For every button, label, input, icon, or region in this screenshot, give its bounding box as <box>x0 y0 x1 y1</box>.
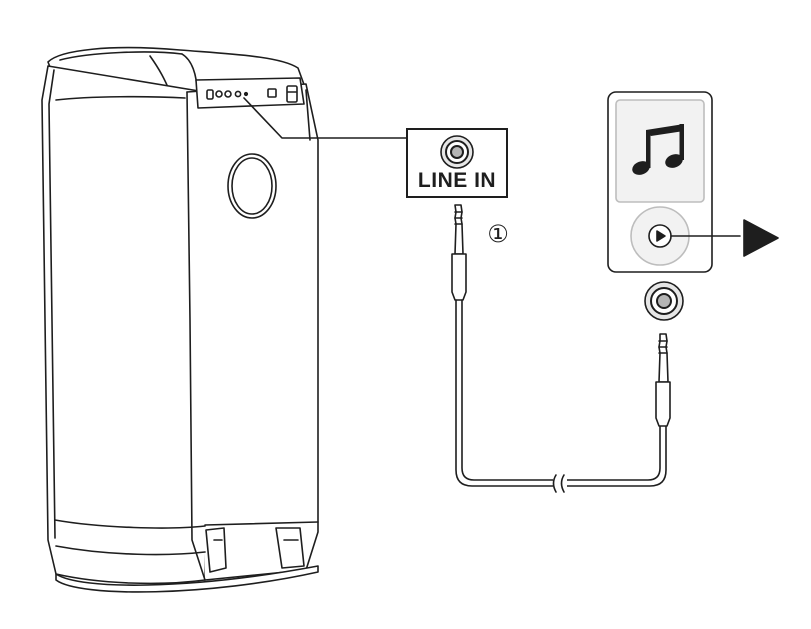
line-in-jack-icon <box>440 135 474 169</box>
music-note-icon <box>632 124 684 175</box>
speaker-icon <box>41 46 319 593</box>
play-button-icon <box>656 230 666 242</box>
play-arrow-icon <box>743 219 779 257</box>
right-plug <box>655 333 671 427</box>
step-number: ① <box>487 220 509 248</box>
audio-cable-icon <box>451 204 671 493</box>
media-player-icon <box>607 91 741 273</box>
line-in-label: LINE IN <box>417 169 497 192</box>
left-plug <box>451 204 467 301</box>
line-in-port-box: LINE IN <box>406 128 508 198</box>
leader-line <box>243 97 407 139</box>
player-jack-icon <box>644 281 684 321</box>
